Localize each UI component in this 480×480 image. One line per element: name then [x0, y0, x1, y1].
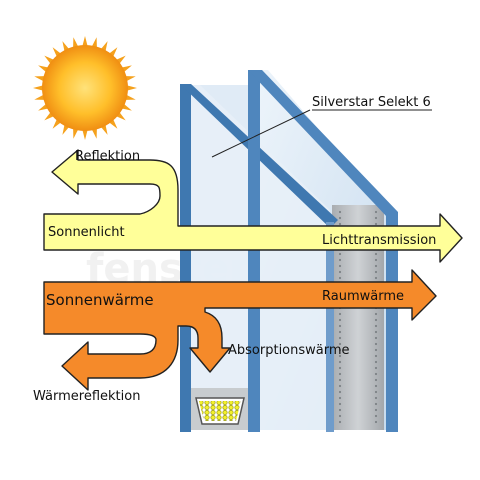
spacer-hole	[374, 330, 378, 334]
spacer-hole	[374, 312, 378, 316]
label-solar-heat: Sonnenwärme	[46, 291, 154, 309]
spacer-hole	[338, 366, 342, 370]
spacer-hole	[374, 252, 378, 256]
spacer-hole	[374, 396, 378, 400]
sun-ray	[82, 36, 88, 47]
sun-ray	[91, 37, 97, 48]
spacer-hole	[338, 210, 342, 214]
spacer-hole	[338, 216, 342, 220]
spacer-hole	[338, 330, 342, 334]
sun-ray	[34, 76, 45, 82]
spacer-hole	[338, 378, 342, 382]
spacer-hole	[338, 324, 342, 328]
spacer-hole	[374, 324, 378, 328]
sun-ray	[125, 94, 136, 100]
label-glass-product: Silverstar Selekt 6	[312, 95, 431, 110]
spacer-hole	[338, 390, 342, 394]
sunlight-arrow	[43, 149, 463, 263]
spacer-hole	[338, 312, 342, 316]
spacer-hole	[374, 222, 378, 226]
inner-pane-right-edge	[386, 212, 398, 432]
spacer-hole	[374, 258, 378, 262]
label-absorption-heat: Absorptionswärme	[228, 343, 350, 358]
sun-ray	[91, 128, 97, 139]
spacer-hole	[338, 372, 342, 376]
spacer-hole	[374, 264, 378, 268]
spacer-hole	[374, 360, 378, 364]
spacer-hole	[338, 384, 342, 388]
spacer-hole	[338, 270, 342, 274]
spacer-hole	[338, 318, 342, 322]
spacer-hole	[374, 372, 378, 376]
spacer-hole	[374, 378, 378, 382]
spacer-hole	[374, 390, 378, 394]
spacer-hole	[338, 342, 342, 346]
spacer-hole	[374, 420, 378, 424]
sun-ray	[126, 85, 137, 91]
spacer-hole	[338, 402, 342, 406]
sun-ray	[33, 85, 44, 91]
spacer-hole	[338, 360, 342, 364]
inner-pane-frame	[248, 70, 260, 432]
spacer-hole	[338, 354, 342, 358]
spacer-hole	[374, 408, 378, 412]
spacer-hole	[338, 252, 342, 256]
label-reflection: Reflektion	[75, 149, 140, 164]
spacer-hole	[338, 396, 342, 400]
spacer-hole	[374, 276, 378, 280]
label-sunlight: Sonnenlicht	[48, 225, 125, 240]
spacer-hole	[374, 354, 378, 358]
spacer-hole	[338, 336, 342, 340]
spacer-hole	[374, 216, 378, 220]
spacer-hole	[338, 348, 342, 352]
spacer-hole	[338, 408, 342, 412]
sun-ray	[34, 94, 45, 100]
spacer-hole	[338, 276, 342, 280]
spacer-hole	[374, 342, 378, 346]
spacer-hole	[338, 414, 342, 418]
label-heat-reflection: Wärmereflektion	[33, 389, 140, 404]
spacer-hole	[338, 222, 342, 226]
sun-ray	[73, 128, 79, 139]
spacer-hole	[374, 348, 378, 352]
desiccant-fill	[199, 401, 241, 421]
solar-heat-arrow	[43, 269, 437, 391]
spacer-hole	[338, 420, 342, 424]
spacer-hole	[374, 318, 378, 322]
inner-pane-top-edge	[248, 70, 398, 218]
outer-pane-right-edge	[326, 222, 334, 432]
spacer-hole	[374, 402, 378, 406]
spacer-hole	[374, 270, 378, 274]
sun-ray	[125, 76, 136, 82]
sun-ray	[73, 37, 79, 48]
spacer-hole	[374, 384, 378, 388]
label-light-transmission: Lichttransmission	[322, 233, 436, 248]
spacer-hole	[374, 336, 378, 340]
glass-unit	[180, 70, 398, 432]
label-room-heat: Raumwärme	[322, 289, 404, 304]
glass-label-pointer	[211, 109, 311, 158]
reflection-arrow	[43, 149, 463, 263]
spacer-hole	[338, 258, 342, 262]
sun-icon	[33, 36, 137, 140]
sun-ray	[82, 129, 88, 140]
spacer-hole	[374, 366, 378, 370]
spacer-hole	[338, 264, 342, 268]
outer-pane-frame	[180, 84, 191, 432]
spacer-hole	[374, 414, 378, 418]
room-heat-arrow	[43, 269, 437, 391]
spacer-hole	[374, 210, 378, 214]
